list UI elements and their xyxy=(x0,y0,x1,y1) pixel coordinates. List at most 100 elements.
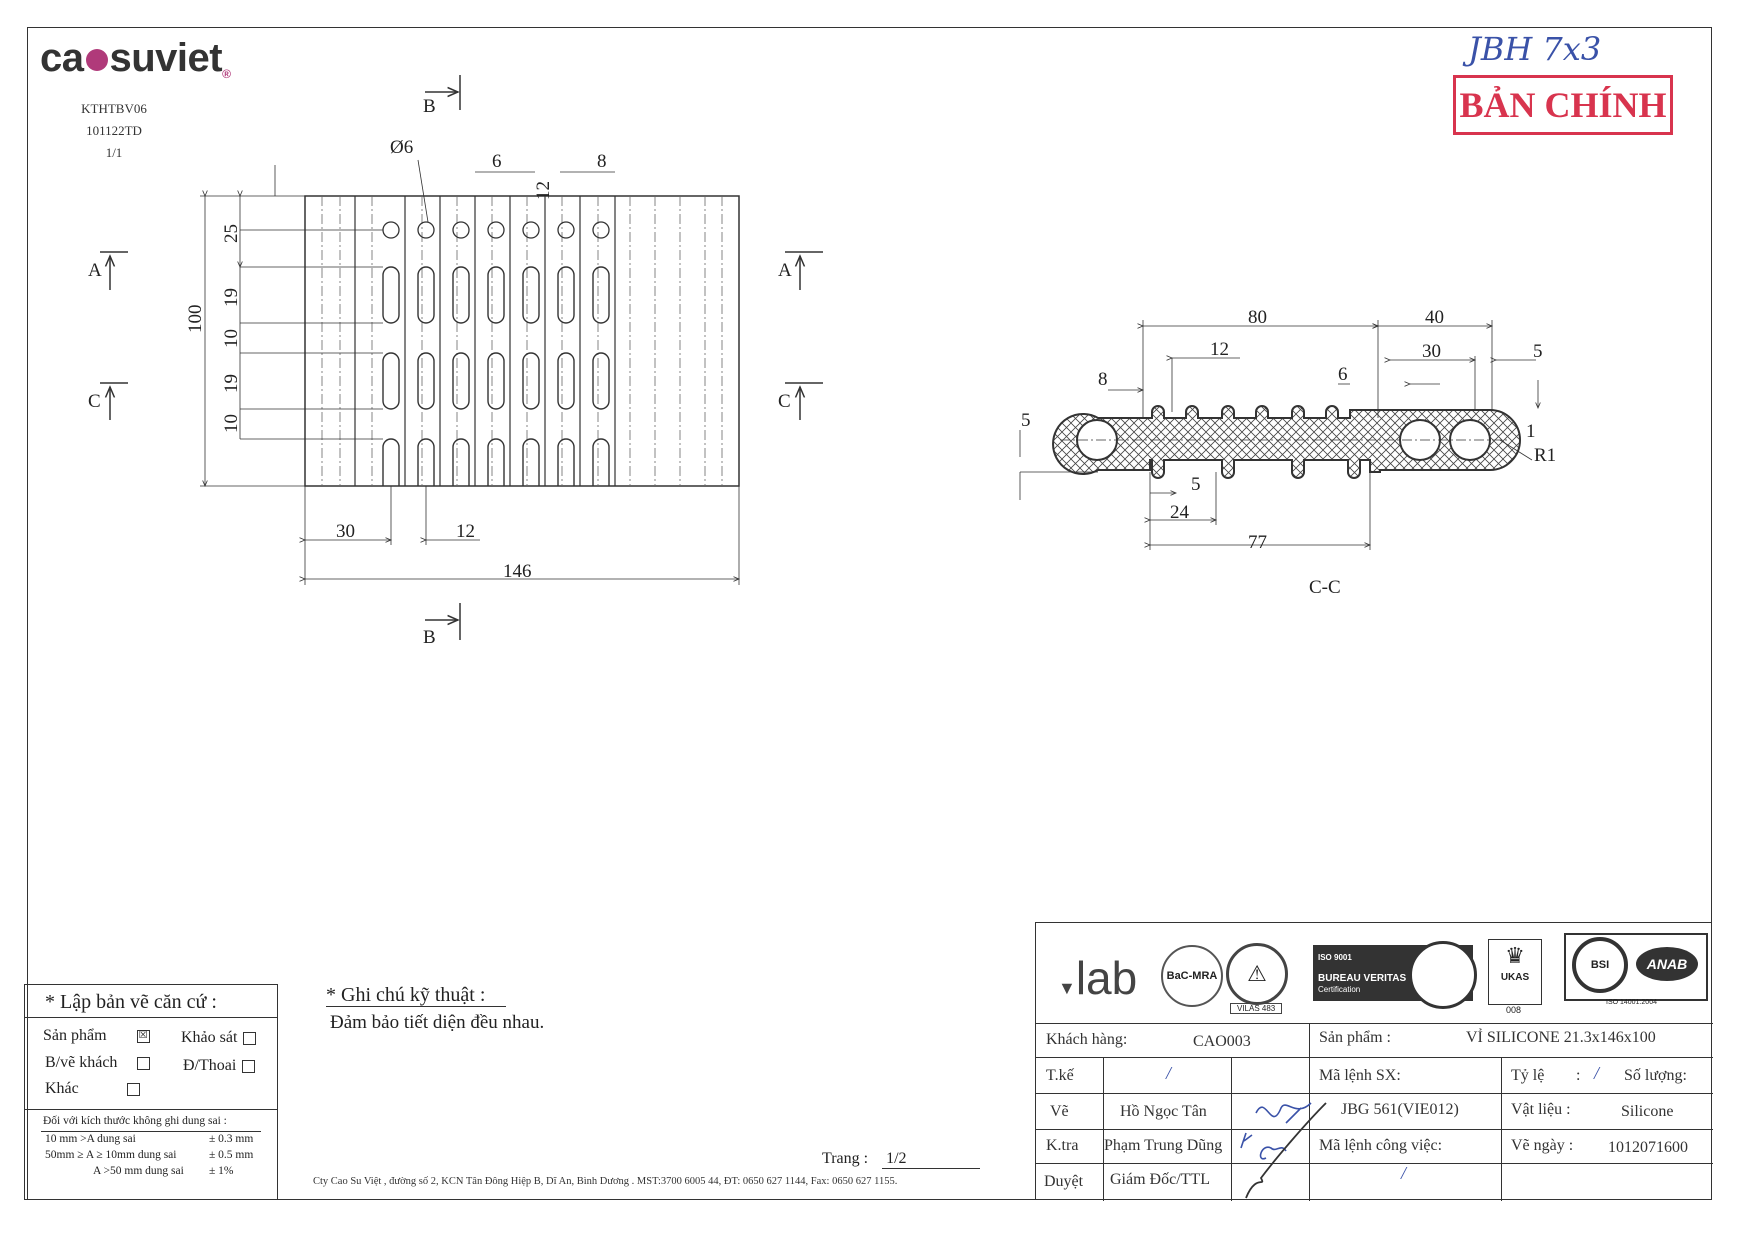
tolerance-value-2: ± 0.5 mm xyxy=(209,1149,254,1161)
dim-40: 40 xyxy=(1425,307,1444,328)
drawing-sheet xyxy=(27,27,1712,1200)
logo-registered: ® xyxy=(222,67,231,81)
vlab-logo: ▼lab xyxy=(1058,952,1138,1004)
basis-option-other[interactable]: Khác xyxy=(45,1080,140,1098)
drawing-basis-box: * Lập bản vẽ căn cứ : Sản phẩm ☒ Khảo sá… xyxy=(24,984,278,1200)
dim-1: 1 xyxy=(1526,421,1536,442)
vilas-number: VILAS 483 xyxy=(1230,1003,1283,1014)
drawn-by-label: Vẽ xyxy=(1050,1103,1069,1120)
technical-notes-body: Đảm bảo tiết diện đều nhau. xyxy=(330,1012,545,1033)
technical-notes-title: * Ghi chú kỹ thuật : xyxy=(326,984,486,1006)
approved-by-label: Duyệt xyxy=(1044,1173,1084,1190)
quantity-label: Số lượng: xyxy=(1624,1067,1687,1084)
page-value: 1/2 xyxy=(886,1150,907,1167)
profile-shape xyxy=(1052,405,1521,479)
tolerance-value-1: ± 0.3 mm xyxy=(209,1133,254,1145)
dim-77: 77 xyxy=(1248,532,1267,553)
basis-title: * Lập bản vẽ căn cứ : xyxy=(45,991,217,1013)
dim-19-a: 19 xyxy=(221,288,242,307)
customer-label: Khách hàng: xyxy=(1046,1031,1128,1048)
tolerance-title: Đối với kích thước không ghi dung sai : xyxy=(43,1115,227,1127)
anab-mark-icon: ANAB xyxy=(1636,947,1698,981)
dim-5-left: 5 xyxy=(1021,410,1031,431)
section-b-bottom: B xyxy=(423,627,436,648)
other-checkbox[interactable] xyxy=(126,1082,140,1096)
section-a-left: A xyxy=(88,260,102,281)
dim-25: 25 xyxy=(221,224,242,243)
checker-signature xyxy=(1240,1132,1287,1160)
dim-6-section: 6 xyxy=(1338,364,1348,385)
dim-30-section: 30 xyxy=(1422,341,1441,362)
drawn-by-value: Hồ Ngọc Tân xyxy=(1120,1103,1207,1120)
vilas-logo: ⚠ xyxy=(1226,943,1288,1005)
title-block: ▼lab BaC-MRA ⚠ VILAS 483 ISO 9001 BUREAU… xyxy=(1035,922,1713,1201)
dim-5-bottom: 5 xyxy=(1191,474,1201,495)
approver-signature xyxy=(1245,1102,1327,1199)
basis-option-phone[interactable]: Đ/Thoai xyxy=(183,1057,256,1075)
design-value: / xyxy=(1166,1063,1172,1083)
checked-by-label: K.tra xyxy=(1046,1137,1079,1154)
dim-100: 100 xyxy=(185,305,206,334)
customer-value: CAO003 xyxy=(1193,1033,1251,1050)
tolerance-row-1: 10 mm >A dung sai xyxy=(45,1133,136,1145)
tolerance-row-2: 50mm ≥ A ≥ 10mm dung sai xyxy=(45,1149,177,1161)
dim-146: 146 xyxy=(503,561,532,582)
job-order-value: / xyxy=(1401,1163,1407,1183)
front-view-labels: B B A A C C Ø6 6 8 12 25 100 19 10 19 10… xyxy=(88,96,792,648)
drawer-signature xyxy=(1255,1102,1312,1124)
bureau-veritas-logo: ISO 9001 BUREAU VERITAS Certification xyxy=(1313,941,1477,1009)
original-stamp: BẢN CHÍNH xyxy=(1453,75,1673,135)
dim-10-b: 10 xyxy=(221,414,242,433)
section-view xyxy=(1019,320,1538,550)
material-value: Silicone xyxy=(1621,1103,1674,1120)
bureau-veritas-seal-icon xyxy=(1409,941,1477,1009)
dim-12-section: 12 xyxy=(1210,339,1229,360)
basis-option-product[interactable]: Sản phẩm ☒ xyxy=(43,1027,150,1045)
dim-19-b: 19 xyxy=(221,374,242,393)
logo-text-left: ca xyxy=(40,36,84,80)
company-address: Cty Cao Su Việt , đường số 2, KCN Tân Đô… xyxy=(313,1176,898,1187)
dim-12-bottom: 12 xyxy=(456,521,475,542)
dim-10-a: 10 xyxy=(221,329,242,348)
dim-24: 24 xyxy=(1170,502,1190,523)
product-label: Sản phẩm : xyxy=(1319,1029,1391,1046)
scale-value: / xyxy=(1594,1063,1600,1083)
bsi-iso-number: ISO 14001:2004 xyxy=(1606,999,1657,1006)
dim-hole-diameter: Ø6 xyxy=(390,137,413,158)
order-label: Mã lệnh SX: xyxy=(1319,1067,1401,1084)
tolerance-row-3: A >50 mm dung sai xyxy=(93,1165,184,1177)
doc-date: 101122TD xyxy=(86,123,142,138)
front-view xyxy=(100,75,823,640)
section-a-right: A xyxy=(778,260,792,281)
logo-text-right: suviet xyxy=(109,36,223,80)
handwritten-code: JBH 7x3 xyxy=(1468,30,1602,68)
section-b-top: B xyxy=(423,96,436,117)
section-view-labels: 80 40 12 30 5 8 6 5 1 R1 5 24 77 C-C xyxy=(1021,307,1556,598)
ukas-number: 008 xyxy=(1506,1005,1522,1015)
logo-dot-icon xyxy=(85,49,108,72)
section-c-right: C xyxy=(778,391,791,412)
page-indicator: Trang : 1/2 xyxy=(822,1150,907,1168)
draw-date-value: 1012071600 xyxy=(1608,1139,1688,1156)
basis-option-customer-drawing[interactable]: B/vẽ khách xyxy=(45,1054,151,1072)
page-label: Trang : xyxy=(822,1150,869,1167)
basis-option-survey[interactable]: Khảo sát xyxy=(181,1029,257,1047)
design-label: T.kế xyxy=(1046,1067,1074,1084)
crown-icon: ♛ xyxy=(1505,943,1525,968)
approved-by-value: Giám Đốc/TTL xyxy=(1110,1171,1210,1188)
checked-by-value: Phạm Trung Dũng xyxy=(1104,1137,1223,1154)
customer-drawing-checkbox[interactable] xyxy=(137,1056,151,1070)
tolerance-value-3: ± 1% xyxy=(209,1165,234,1177)
survey-checkbox[interactable] xyxy=(243,1031,257,1045)
phone-checkbox[interactable] xyxy=(242,1059,256,1073)
dim-80: 80 xyxy=(1248,307,1267,328)
product-value: VỈ SILICONE 21.3x146x100 xyxy=(1466,1029,1656,1046)
dim-12: 12 xyxy=(533,181,554,200)
product-checkbox[interactable]: ☒ xyxy=(136,1029,150,1043)
bac-mra-logo: BaC-MRA xyxy=(1161,945,1223,1007)
front-outline xyxy=(304,195,740,487)
dim-30: 30 xyxy=(336,521,355,542)
doc-sheet: 1/1 xyxy=(105,145,123,160)
draw-date-label: Vẽ ngày : xyxy=(1511,1137,1574,1154)
